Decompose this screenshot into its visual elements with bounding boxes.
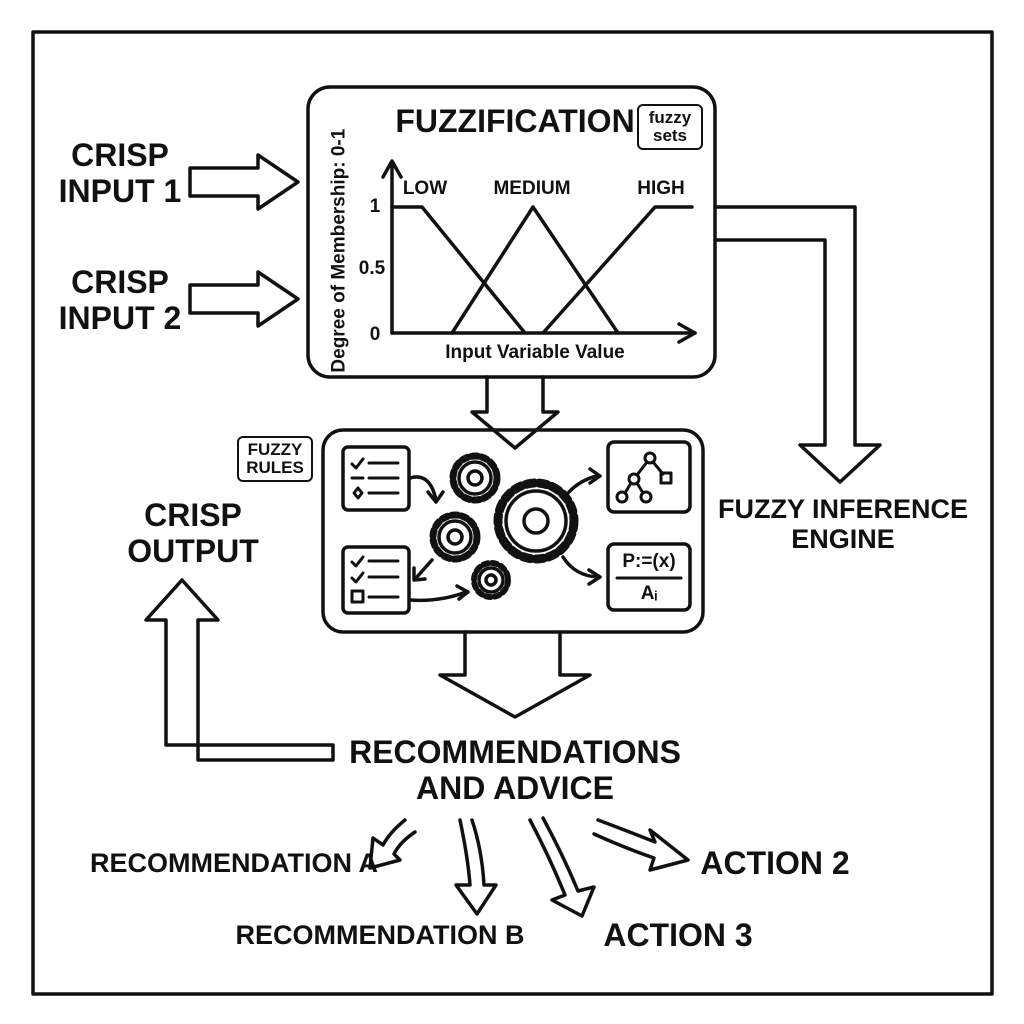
y-tick-0: 0 xyxy=(369,324,381,345)
crisp-input-1-line1: CRISP xyxy=(71,137,169,173)
connector-arrowhead xyxy=(587,568,602,586)
y-axis-label: Degree of Membership: 0-1 xyxy=(328,128,350,373)
gear-icon xyxy=(449,452,501,504)
membership-chart xyxy=(381,159,697,344)
connector-arrowhead xyxy=(426,490,445,504)
inference-box xyxy=(321,428,705,634)
fuzzy-rules-tag: FUZZY RULES xyxy=(237,436,313,482)
fuzzification-box xyxy=(306,85,717,379)
x-axis-label: Input Variable Value xyxy=(445,342,625,363)
formula-top: P:=(x) xyxy=(622,551,676,572)
input-1-arrow xyxy=(188,153,300,211)
formula-bottom: Aᵢ xyxy=(640,583,658,604)
connector-arrow xyxy=(566,474,599,495)
crisp-input-1-label: CRISP INPUT 1 xyxy=(55,137,185,210)
gear-icon xyxy=(429,511,481,563)
formula-card xyxy=(606,542,692,612)
connector-arrow xyxy=(408,590,468,603)
connector-arrow xyxy=(408,475,438,502)
set-label-medium: MEDIUM xyxy=(493,178,571,199)
outer-frame xyxy=(31,30,994,996)
fan-arrow-action-3 xyxy=(528,816,596,918)
recommendation-a-label: RECOMMENDATION A xyxy=(90,848,378,878)
rule-list-icon-2 xyxy=(341,545,411,615)
fuzzy-sets-tag-line1: fuzzy xyxy=(648,108,692,127)
fuzzy-rules-tag-line2: RULES xyxy=(246,457,304,477)
crisp-output-line2: OUTPUT xyxy=(127,532,259,569)
engine-arrow xyxy=(713,205,882,484)
fuzzy-sets-tag: fuzzy sets xyxy=(637,104,703,150)
connector-arrowhead xyxy=(412,566,427,582)
action-2-label: ACTION 2 xyxy=(700,845,850,881)
set-label-high: HIGH xyxy=(637,178,685,199)
medium-set-curve xyxy=(450,205,620,335)
connector-arrow xyxy=(414,558,434,580)
y-axis-arrowhead xyxy=(381,159,403,179)
set-label-low: LOW xyxy=(402,178,448,199)
crisp-input-2-label: CRISP INPUT 2 xyxy=(55,264,185,337)
input-2-arrow xyxy=(188,270,300,328)
gear-icon xyxy=(493,478,579,564)
recommendations-title-line2: AND ADVICE xyxy=(416,769,614,806)
inference-engine-line1: FUZZY INFERENCE xyxy=(717,494,968,524)
fan-arrow-action-2 xyxy=(592,818,690,872)
fuzzification-title: FUZZIFICATION xyxy=(395,103,635,139)
crisp-input-2-line2: INPUT 2 xyxy=(58,299,182,336)
crisp-input-1-line2: INPUT 1 xyxy=(58,172,182,209)
inference-engine-line2: ENGINE xyxy=(791,524,895,555)
tree-icon xyxy=(606,440,692,514)
y-tick-half: 0.5 xyxy=(358,258,386,279)
crisp-output-line1: CRISP xyxy=(144,497,242,533)
crisp-output-label: CRISP OUTPUT xyxy=(118,497,268,570)
recommendations-title-line1: RECOMMENDATIONS xyxy=(349,734,681,770)
y-tick-1: 1 xyxy=(369,196,381,217)
recommendations-title: RECOMMENDATIONS AND ADVICE xyxy=(340,734,690,807)
action-3-label: ACTION 3 xyxy=(603,917,753,953)
low-set-curve xyxy=(390,205,527,335)
connector-arrow xyxy=(561,555,600,579)
fan-arrow-recommendation-a xyxy=(368,818,417,870)
inference-engine-label: FUZZY INFERENCE ENGINE xyxy=(712,494,974,554)
fuzzy-sets-tag-line2: sets xyxy=(652,125,688,145)
down-arrow-to-recommendations xyxy=(438,630,592,719)
high-set-curve xyxy=(541,205,694,335)
fuzzy-rules-tag-line1: FUZZY xyxy=(247,440,303,459)
x-axis-arrowhead xyxy=(677,322,697,344)
recommendation-b-label: RECOMMENDATION B xyxy=(235,920,525,950)
connector-arrowhead xyxy=(455,584,470,601)
output-arrow xyxy=(144,578,335,762)
fan-arrow-recommendation-b xyxy=(454,818,498,916)
rule-list-icon-1 xyxy=(341,445,411,512)
gear-icon xyxy=(471,560,511,600)
crisp-input-2-line1: CRISP xyxy=(71,264,169,300)
connector-arrowhead xyxy=(588,467,602,485)
down-arrow-to-rules xyxy=(470,375,560,450)
